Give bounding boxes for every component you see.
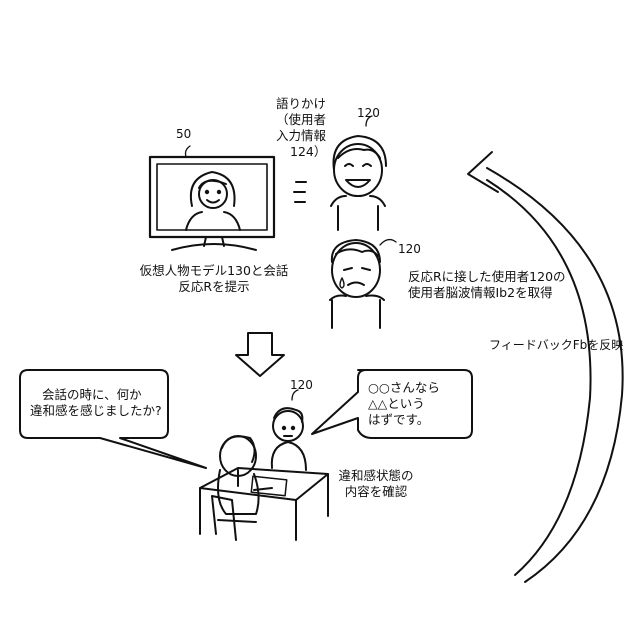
ref-user-top-120: 120: [357, 106, 380, 120]
monitor-with-avatar: [150, 146, 274, 250]
user-worried: [330, 240, 396, 328]
left-bubble-line-2: 違和感を感じましたか?: [30, 403, 162, 419]
talk-label-line-1: 語りかけ: [276, 96, 326, 112]
right-bubble-text: ○○さんなら △△という はずです。: [368, 380, 440, 428]
talk-label-line-3: 入力情報: [276, 128, 326, 144]
user-smiling: [331, 116, 386, 230]
brainwave-caption-line-2: 使用者脳波情報Ib2を取得: [408, 285, 566, 301]
brainwave-caption-line-1: 反応Rに接した使用者120の: [408, 269, 566, 285]
ref-user-bottom-120: 120: [290, 378, 313, 392]
ref-monitor-50: 50: [176, 127, 191, 141]
model-caption-line-2: 反応Rを提示: [114, 279, 314, 295]
confirm-caption-line-2: 内容を確認: [328, 484, 424, 500]
brainwave-caption: 反応Rに接した使用者120の 使用者脳波情報Ib2を取得: [408, 269, 566, 301]
confirm-caption-line-1: 違和感状態の: [328, 468, 424, 484]
right-bubble-line-1: ○○さんなら: [368, 380, 440, 396]
left-bubble-line-1: 会話の時に、何か: [30, 387, 162, 403]
left-speech-bubble: [20, 370, 206, 468]
model-caption: 仮想人物モデル130と会話 反応Rを提示: [114, 263, 314, 295]
talk-label: 語りかけ （使用者 入力情報 124）: [276, 96, 326, 160]
talk-label-line-2: （使用者: [276, 112, 326, 128]
feedback-arrow: [468, 152, 623, 582]
feedback-label: フィードバックFbを反映: [489, 337, 623, 353]
right-bubble-line-2: △△という: [368, 396, 440, 412]
down-arrow: [236, 333, 284, 376]
speech-lines: [294, 182, 306, 202]
right-bubble-line-3: はずです。: [368, 412, 440, 428]
talk-label-line-4: 124）: [276, 144, 326, 160]
confirm-caption: 違和感状態の 内容を確認: [328, 468, 424, 500]
consultation-scene: [200, 390, 328, 540]
ref-user-mid-120: 120: [398, 242, 421, 256]
model-caption-line-1: 仮想人物モデル130と会話: [114, 263, 314, 279]
left-bubble-text: 会話の時に、何か 違和感を感じましたか?: [30, 387, 162, 419]
